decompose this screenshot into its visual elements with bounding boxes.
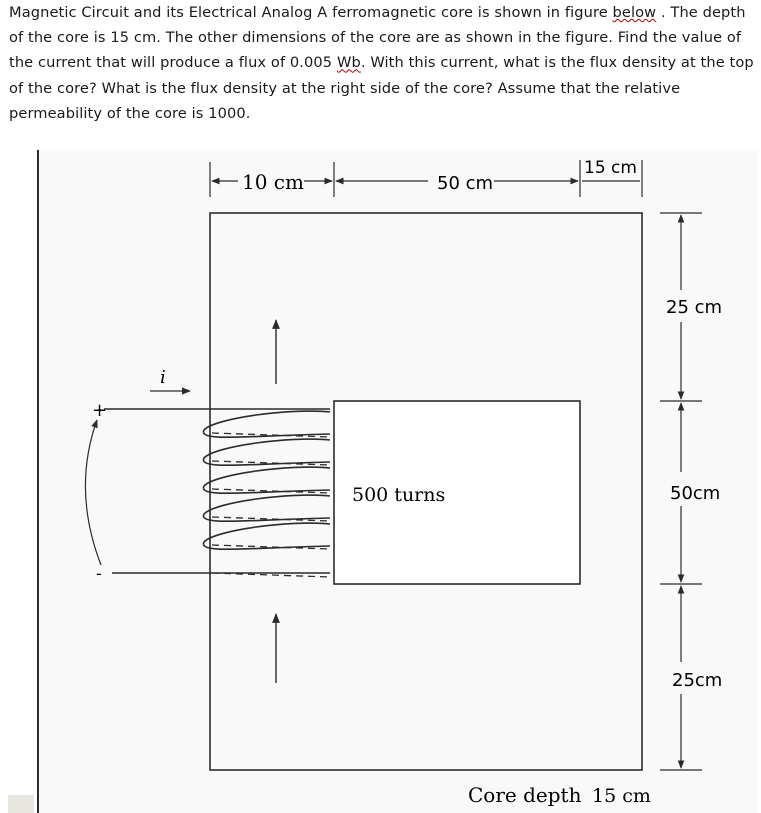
right-dimension bbox=[660, 212, 702, 771]
plus-terminal: + bbox=[92, 400, 107, 421]
scan-artifact bbox=[8, 795, 34, 813]
magnetic-core-diagram: 10 cm 50 cm 15 cm 25 cm 50cm 25cm i + - bbox=[8, 150, 758, 813]
top-dimension bbox=[209, 160, 643, 197]
core-depth-label: Core depth bbox=[468, 783, 582, 807]
coil-back-turns bbox=[211, 432, 331, 578]
problem-text-part3: . With this current, what is the flux de… bbox=[9, 54, 754, 122]
problem-text-part1: Magnetic Circuit and its Electrical Anal… bbox=[9, 4, 613, 21]
dim-bottom-height-label: 25cm bbox=[672, 670, 722, 691]
core-depth-value: 15 cm bbox=[592, 785, 651, 807]
spellcheck-word-below: below bbox=[612, 4, 657, 21]
problem-statement: Magnetic Circuit and its Electrical Anal… bbox=[9, 0, 757, 126]
dim-top-height-label: 25 cm bbox=[666, 297, 722, 318]
coil-winding bbox=[202, 410, 331, 551]
minus-terminal: - bbox=[96, 564, 102, 583]
dim-left-width-label: 10 cm bbox=[242, 170, 304, 194]
spellcheck-word-wb: Wb bbox=[336, 54, 361, 72]
dim-window-height-label: 50cm bbox=[670, 483, 720, 504]
problem-text-part2: . The depth of the core is 15 cm. The ot… bbox=[9, 4, 746, 72]
core-window bbox=[333, 400, 581, 585]
dim-window-width-label: 50 cm bbox=[437, 173, 493, 194]
turns-label: 500 turns bbox=[352, 484, 445, 506]
current-label: i bbox=[160, 367, 166, 388]
dim-right-width-label: 15 cm bbox=[584, 158, 637, 178]
voltage-arc bbox=[84, 419, 102, 566]
